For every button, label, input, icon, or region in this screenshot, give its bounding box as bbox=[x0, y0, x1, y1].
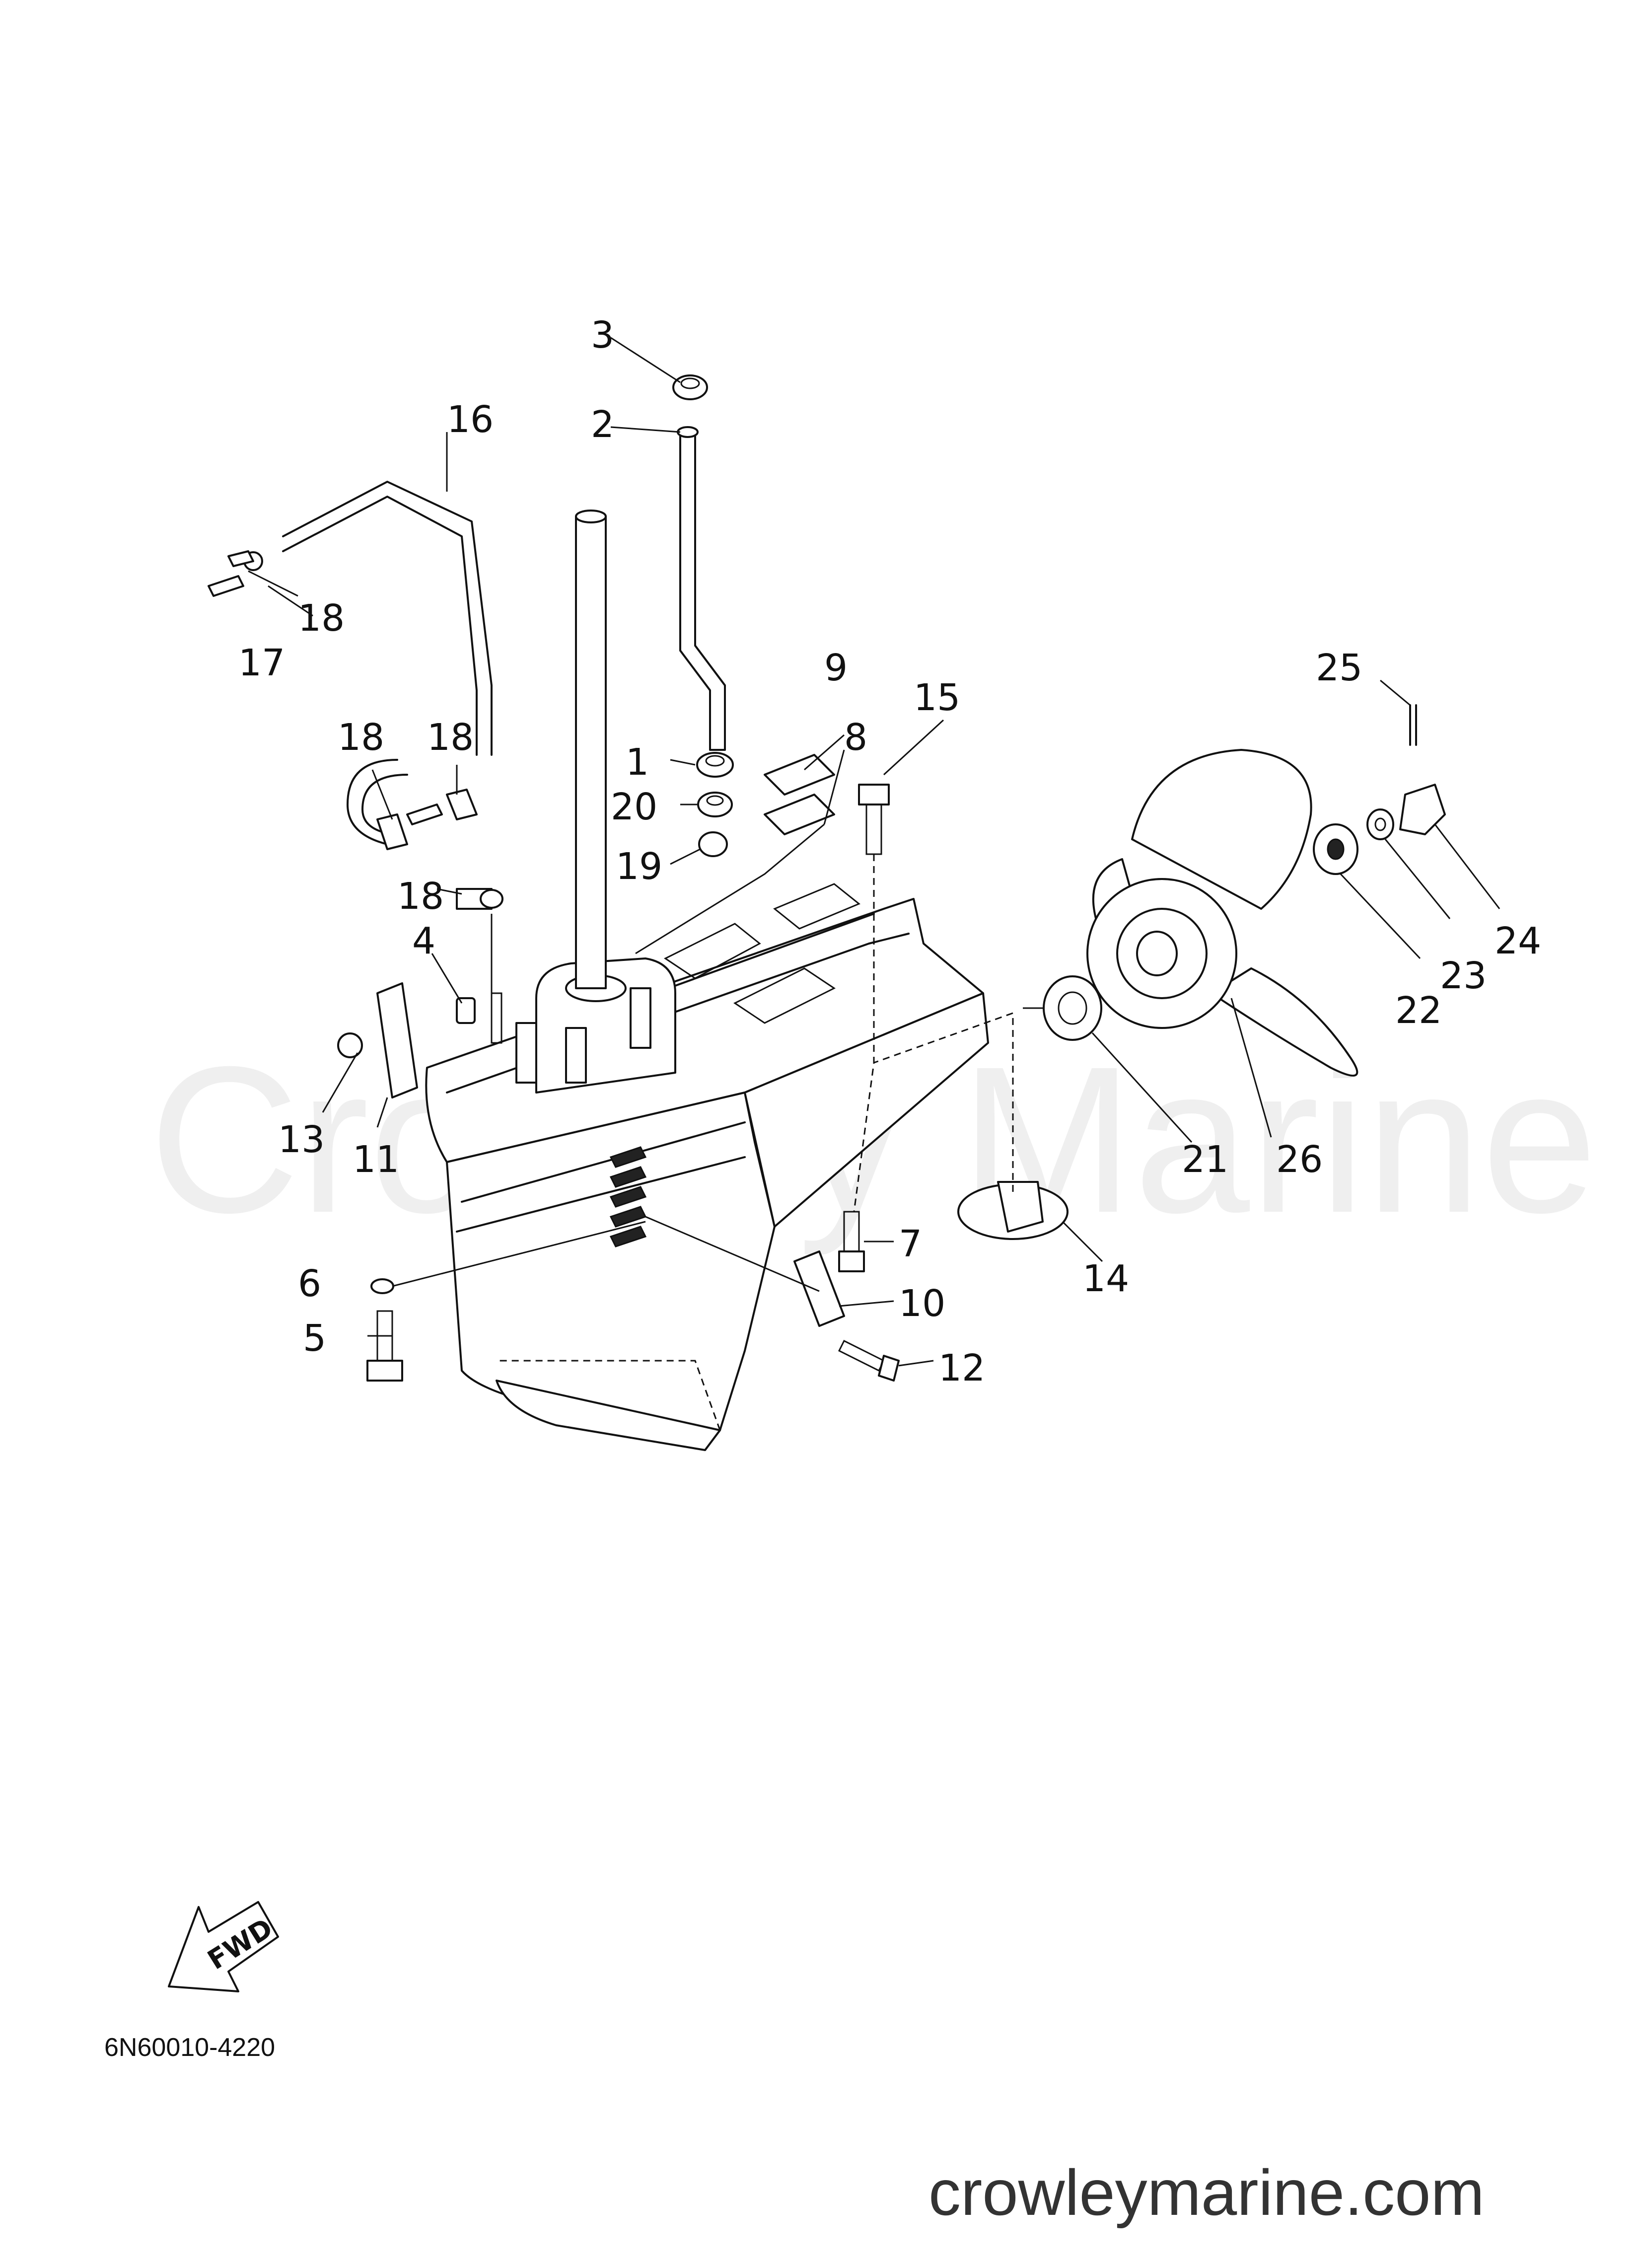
part-label-18c: 18 bbox=[427, 716, 474, 759]
clip-18c bbox=[446, 789, 478, 820]
part-label-3: 3 bbox=[591, 314, 614, 357]
part-label-15: 15 bbox=[914, 676, 960, 719]
part-label-24: 24 bbox=[1495, 920, 1541, 962]
washer-6 bbox=[370, 1278, 394, 1294]
diagram-code: 6N60010-4220 bbox=[104, 2033, 275, 2062]
part-label-9: 9 bbox=[824, 647, 848, 689]
nipple-17b bbox=[227, 550, 254, 567]
part-label-19: 19 bbox=[616, 845, 662, 888]
water-tube bbox=[679, 431, 726, 751]
part-label-4: 4 bbox=[412, 920, 435, 962]
propeller-26 bbox=[1086, 749, 1358, 1077]
anode-11 bbox=[376, 982, 418, 1098]
dowel-4 bbox=[456, 997, 476, 1024]
part-label-20: 20 bbox=[611, 786, 657, 828]
part-labels: 3 2 1 20 19 9 8 15 16 18 17 18 18 18 4 1… bbox=[238, 314, 1541, 1390]
part-label-22: 22 bbox=[1395, 989, 1442, 1032]
part-label-18a: 18 bbox=[298, 597, 345, 640]
nut-13 bbox=[337, 1032, 363, 1058]
part-label-6: 6 bbox=[298, 1262, 321, 1305]
part-label-18d: 18 bbox=[397, 875, 444, 918]
part-label-7: 7 bbox=[899, 1223, 922, 1265]
part-label-2: 2 bbox=[591, 403, 614, 446]
bolt-7 bbox=[838, 1211, 865, 1272]
part-label-26: 26 bbox=[1276, 1138, 1323, 1181]
part-label-16: 16 bbox=[447, 398, 494, 441]
part-label-23: 23 bbox=[1440, 954, 1487, 997]
part-label-5: 5 bbox=[303, 1317, 326, 1360]
spacer-22 bbox=[1313, 823, 1358, 875]
hose-16 bbox=[282, 496, 478, 756]
bolt-5 bbox=[366, 1310, 403, 1382]
lower-casing bbox=[425, 510, 989, 1451]
part-label-11: 11 bbox=[353, 1138, 399, 1181]
screw-12 bbox=[838, 1339, 900, 1382]
part-label-14: 14 bbox=[1082, 1257, 1129, 1300]
part-label-21: 21 bbox=[1182, 1138, 1228, 1181]
drive-shaft bbox=[575, 515, 607, 989]
bolt-15 bbox=[858, 784, 890, 855]
part-label-18b: 18 bbox=[338, 716, 384, 759]
trim-tab-14 bbox=[957, 1181, 1069, 1240]
clip-18b bbox=[376, 813, 408, 850]
part-label-10: 10 bbox=[899, 1282, 945, 1325]
water-inlet-grill bbox=[609, 1146, 647, 1247]
washer-23 bbox=[1366, 808, 1394, 840]
part-label-13: 13 bbox=[278, 1118, 325, 1161]
collar-19 bbox=[698, 831, 728, 857]
thrust-washer-21 bbox=[1043, 975, 1102, 1041]
fwd-arrow-icon: FWD bbox=[168, 1901, 279, 1992]
leader-lines bbox=[248, 337, 1500, 1367]
part-label-25: 25 bbox=[1316, 647, 1362, 689]
anode-10 bbox=[793, 1250, 845, 1327]
part-label-1: 1 bbox=[626, 741, 649, 784]
part-label-12: 12 bbox=[938, 1347, 985, 1390]
nipple-17 bbox=[208, 575, 244, 597]
part-label-8: 8 bbox=[844, 716, 867, 759]
seal-8 bbox=[764, 794, 835, 835]
nut-24 bbox=[1399, 784, 1446, 835]
part-label-17: 17 bbox=[238, 642, 285, 684]
seal-9 bbox=[764, 754, 835, 796]
website-url: crowleymarine.com bbox=[928, 2156, 1485, 2229]
